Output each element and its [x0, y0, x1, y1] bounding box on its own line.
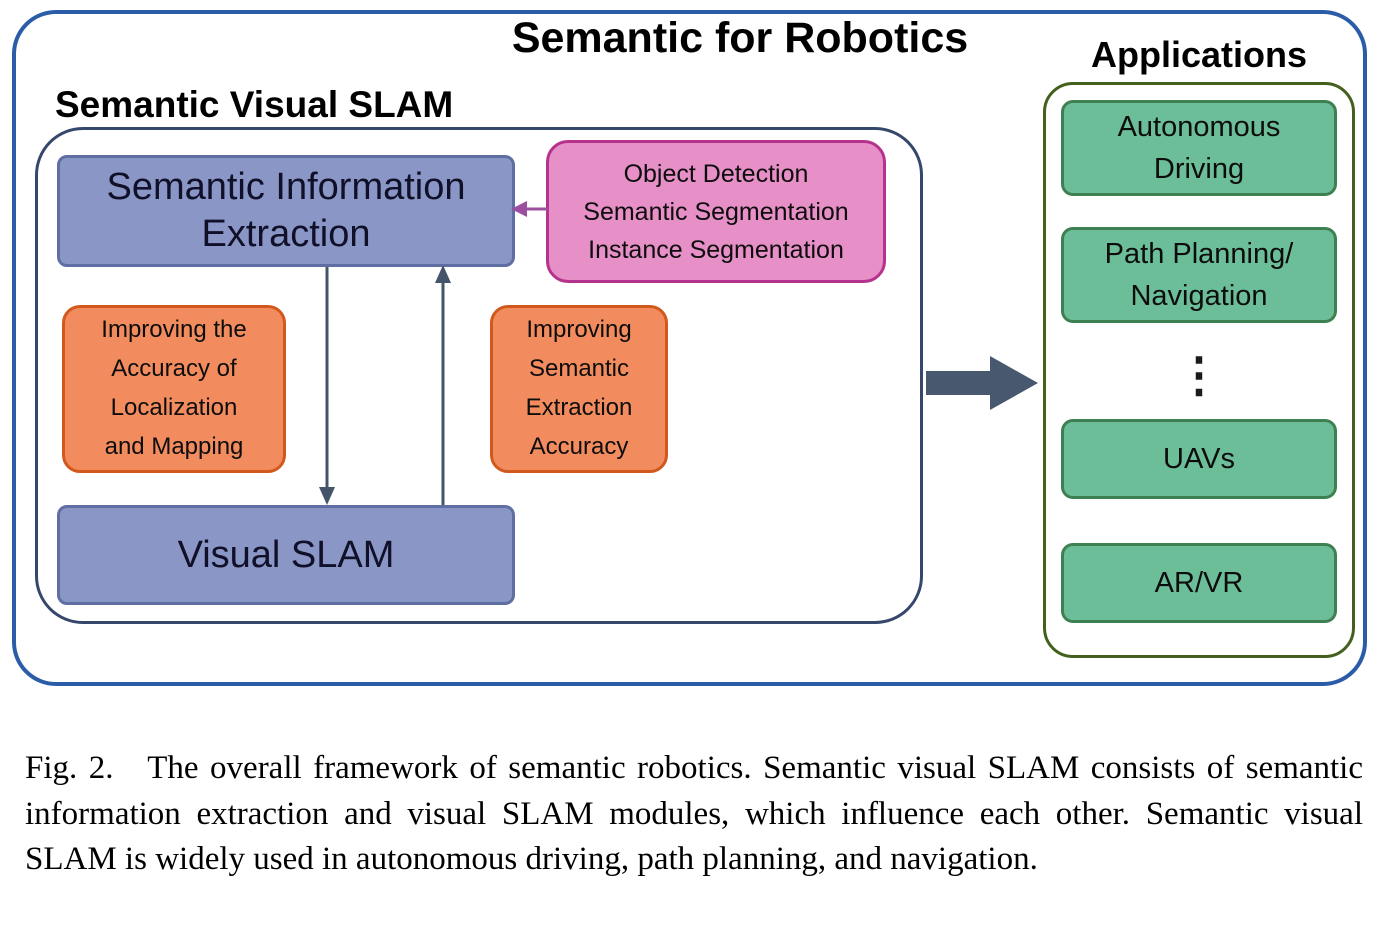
orange-right-line-1: Improving [526, 316, 632, 344]
pink-line-2: Semantic Segmentation [583, 197, 849, 226]
orange-left-line-3: Localization [110, 394, 238, 421]
app-item-ar-vr: AR/VR [1061, 543, 1337, 623]
improving-semantic-accuracy-box: Improving Semantic Extraction Accuracy [490, 305, 668, 473]
semantic-information-extraction-label: Semantic Information Extraction [106, 165, 466, 256]
app-label: Autonomous Driving [1117, 110, 1281, 185]
semantic-visual-slam-frame [35, 127, 923, 624]
figure-caption: Fig. 2. The overall framework of semanti… [25, 750, 1363, 878]
app-label: Path Planning/ Navigation [1104, 237, 1294, 312]
orange-left-line-2: Accuracy of [111, 355, 237, 383]
segmentation-methods-box: Object Detection Semantic Segmentation I… [546, 140, 886, 283]
orange-left-line-1: Improving the [101, 316, 247, 344]
pink-line-3: Instance Segmentation [588, 235, 844, 264]
page-title: Semantic for Robotics [511, 14, 969, 62]
visual-slam-box: Visual SLAM [57, 505, 515, 605]
vertical-ellipsis: ⋮ [1175, 349, 1223, 402]
semantic-information-extraction-box: Semantic Information Extraction [57, 155, 515, 267]
app-label: AR/VR [1154, 566, 1244, 599]
applications-heading: Applications [1090, 34, 1308, 75]
app-item-autonomous-driving: Autonomous Driving [1061, 100, 1337, 196]
app-item-path-planning-navigation: Path Planning/ Navigation [1061, 227, 1337, 323]
big-right-arrow-icon [926, 356, 1038, 410]
orange-right-line-4: Accuracy [529, 432, 629, 460]
visual-slam-label: Visual SLAM [177, 533, 395, 576]
arrow-left-icon [511, 201, 548, 217]
pink-line-1: Object Detection [623, 159, 809, 188]
applications-frame [1043, 82, 1355, 658]
orange-right-line-2: Semantic [528, 355, 630, 383]
orange-right-line-3: Extraction [525, 394, 633, 421]
improving-localization-box: Improving the Accuracy of Localization a… [62, 305, 286, 473]
app-item-uavs: UAVs [1061, 419, 1337, 499]
arrow-down-icon [319, 267, 335, 505]
semantic-visual-slam-heading: Semantic Visual SLAM [55, 84, 454, 125]
orange-left-line-4: and Mapping [104, 432, 244, 460]
app-label: UAVs [1163, 442, 1235, 475]
arrow-up-icon [435, 265, 451, 505]
